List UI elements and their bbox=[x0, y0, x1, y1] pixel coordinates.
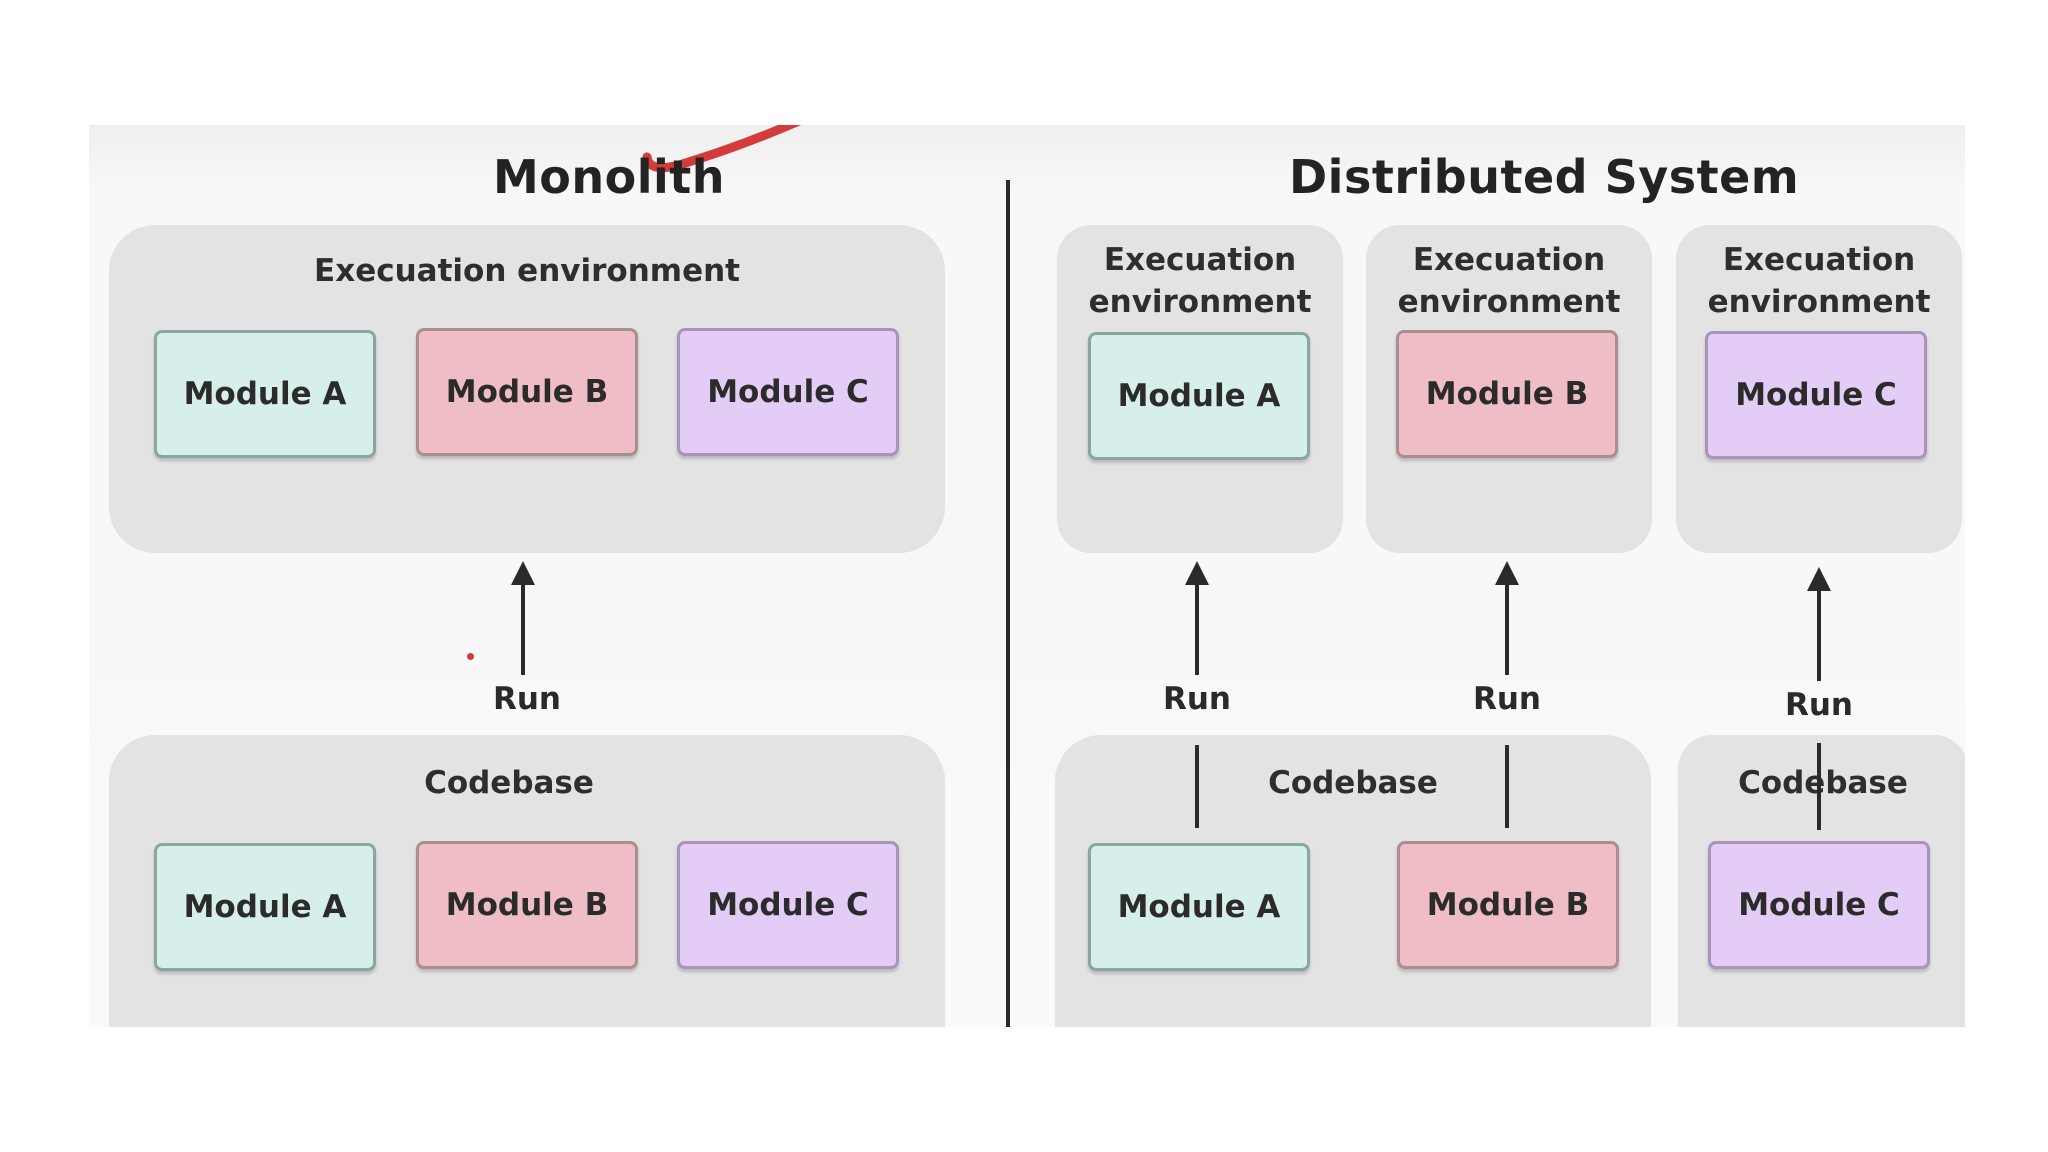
monolith-exec-module-c: Module C bbox=[677, 328, 899, 456]
distributed-execution-environment-c: Execuation environment Module C bbox=[1676, 225, 1962, 553]
monolith-codebase-module-b: Module B bbox=[416, 841, 638, 969]
distributed-codebase-module-c: Module C bbox=[1708, 841, 1930, 969]
distributed-run-label-a: Run bbox=[1162, 681, 1232, 717]
distributed-exec-module-b: Module B bbox=[1396, 330, 1618, 458]
distributed-codebase-module-b: Module B bbox=[1397, 841, 1619, 969]
monolith-execution-environment: Execuation environment Module A Module B… bbox=[109, 225, 945, 553]
distributed-exec-module-c: Module C bbox=[1705, 331, 1927, 459]
distributed-execution-environment-a: Execuation environment Module A bbox=[1057, 225, 1343, 553]
red-pen-dot bbox=[467, 653, 474, 660]
red-pen-annotation bbox=[642, 125, 802, 173]
distributed-codebase-ab: Codebase Module A Module B bbox=[1055, 735, 1651, 1027]
distributed-codebase-c-label: Codebase bbox=[1738, 765, 1908, 801]
distributed-run-arrow-a bbox=[1185, 561, 1209, 828]
distributed-exec-module-a: Module A bbox=[1088, 332, 1310, 460]
monolith-exec-module-b: Module B bbox=[416, 328, 638, 456]
distributed-env-c-label-line1: Execuation bbox=[1722, 242, 1916, 278]
distributed-codebase-module-a: Module A bbox=[1088, 843, 1310, 971]
distributed-env-c-label-line2: environment bbox=[1707, 284, 1931, 320]
distributed-system-title: Distributed System bbox=[1289, 150, 1800, 204]
monolith-codebase: Codebase Module A Module B Module C bbox=[109, 735, 945, 1027]
run-arrows bbox=[511, 561, 1831, 830]
vertical-divider bbox=[1006, 180, 1010, 1027]
diagram-slide: Monolith Distributed System Execuation e… bbox=[89, 125, 1965, 1027]
monolith-title: Monolith bbox=[492, 150, 725, 204]
monolith-codebase-module-c: Module C bbox=[677, 841, 899, 969]
monolith-run-label: Run bbox=[492, 681, 562, 717]
distributed-codebase-c: Codebase Module C bbox=[1678, 735, 1965, 1027]
distributed-codebase-ab-label: Codebase bbox=[1268, 765, 1438, 801]
distributed-env-a-label-line1: Execuation bbox=[1103, 242, 1297, 278]
monolith-exec-module-a: Module A bbox=[154, 330, 376, 458]
distributed-execution-environment-b: Execuation environment Module B bbox=[1366, 225, 1652, 553]
distributed-env-b-label-line2: environment bbox=[1397, 284, 1621, 320]
distributed-run-label-c: Run bbox=[1784, 687, 1854, 723]
distributed-env-b-label-line1: Execuation bbox=[1412, 242, 1606, 278]
monolith-codebase-module-a: Module A bbox=[154, 843, 376, 971]
distributed-run-arrow-b bbox=[1495, 561, 1519, 828]
monolith-codebase-label: Codebase bbox=[424, 765, 594, 801]
monolith-execution-environment-label: Execuation environment bbox=[314, 253, 740, 289]
distributed-run-label-b: Run bbox=[1472, 681, 1542, 717]
distributed-env-a-label-line2: environment bbox=[1088, 284, 1312, 320]
monolith-run-arrow bbox=[511, 561, 535, 675]
distributed-run-arrow-c bbox=[1807, 567, 1831, 830]
